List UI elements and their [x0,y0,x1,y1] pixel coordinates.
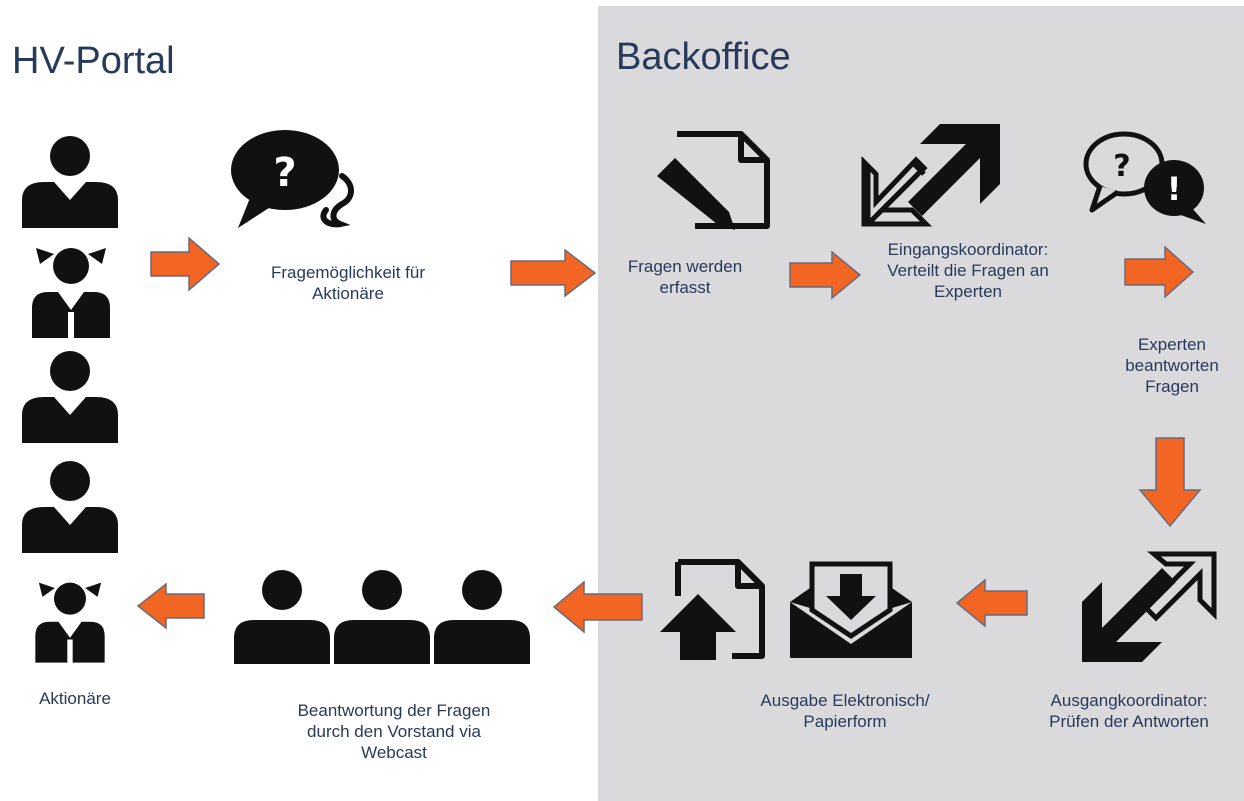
diagonal-arrows-outward-icon [861,124,1000,227]
hv-portal-title: HV-Portal [12,40,175,82]
diagonal-arrows-inward-icon [1082,551,1217,662]
label-line: Beantwortung der Fragen [297,701,491,720]
svg-text:!: ! [1167,170,1182,208]
label-line: Experten [1137,335,1207,354]
arrow-right-icon [150,236,221,292]
arrow-right-icon [789,250,862,300]
arrow-down-icon [1138,437,1202,528]
arrow-left-icon [136,582,205,630]
label-experten: Experten beantworten Fragen [1104,334,1240,397]
svg-text:?: ? [1113,149,1130,184]
label-line: Eingangskoordinator: [887,240,1049,259]
arrow-left-icon [552,580,643,634]
arrow-right-icon [510,248,597,298]
label-line: Webcast [361,743,427,762]
label-line: Fragen [1145,377,1199,396]
question-answer-bubbles-icon: ? ! [1083,131,1206,224]
label-line: Prüfen der Antworten [1049,712,1209,731]
person-icon [22,461,118,553]
label-beantwortung: Beantwortung der Fragen durch den Vorsta… [258,700,530,763]
label-line: Ausgabe Elektronisch/ [760,691,930,710]
label-line: Verteilt die Fragen an [887,261,1049,280]
label-line: erfasst [659,278,711,297]
envelope-download-icon [790,561,912,658]
arrow-left-icon [955,578,1028,628]
person-pigtails-icon [32,248,110,338]
label-eingangskoordinator: Eingangskoordinator: Verteilt die Fragen… [860,239,1076,302]
backoffice-title: Backoffice [616,36,791,78]
arrow-right-icon [1124,245,1195,299]
label-line: Aktionäre [312,284,384,303]
label-line: Fragen werden [627,257,743,276]
person-icon [22,351,118,443]
label-fragen-erfasst: Fragen werden erfasst [610,256,760,298]
label-line: Experten [933,282,1003,301]
label-line: Papierform [803,712,887,731]
svg-text:?: ? [273,150,296,196]
label-line: Fragemöglichkeit für [270,263,425,282]
label-ausgangkoordinator: Ausgangkoordinator: Prüfen der Antworten [1018,690,1240,732]
document-upload-icon [660,559,765,660]
label-aktionaere: Aktionäre [20,688,130,709]
label-line: beantworten [1125,356,1219,375]
document-pencil-icon [657,131,770,230]
group-of-three-people-icon [234,570,530,664]
backoffice-panel [598,6,1244,801]
person-pigtails-icon [35,582,105,663]
label-fragemoeglichkeit: Fragemöglichkeit für Aktionäre [245,262,451,304]
label-line: Ausgangkoordinator: [1050,691,1208,710]
question-speech-bubble-icon: ? [231,130,354,228]
label-ausgabe: Ausgabe Elektronisch/ Papierform [722,690,968,732]
person-icon [22,136,118,228]
label-line: durch den Vorstand via [307,722,481,741]
label-line: Aktionäre [39,689,111,708]
